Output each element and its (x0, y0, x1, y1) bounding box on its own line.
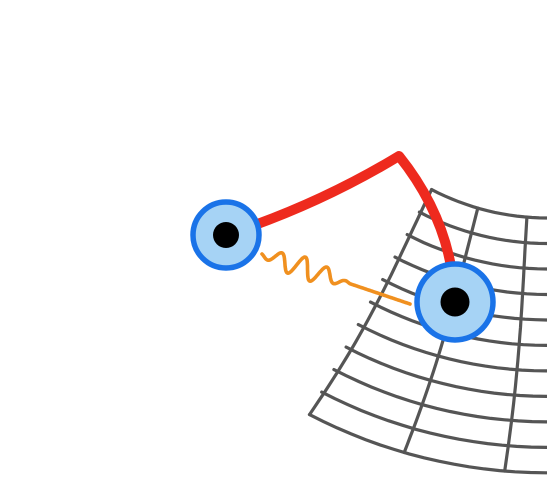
grid-mesh-rows (310, 34, 547, 473)
right-marker-dot (441, 288, 470, 317)
left-marker (193, 202, 259, 268)
left-marker-dot (213, 222, 239, 248)
right-marker (417, 264, 493, 340)
grid-row-line (432, 34, 547, 218)
